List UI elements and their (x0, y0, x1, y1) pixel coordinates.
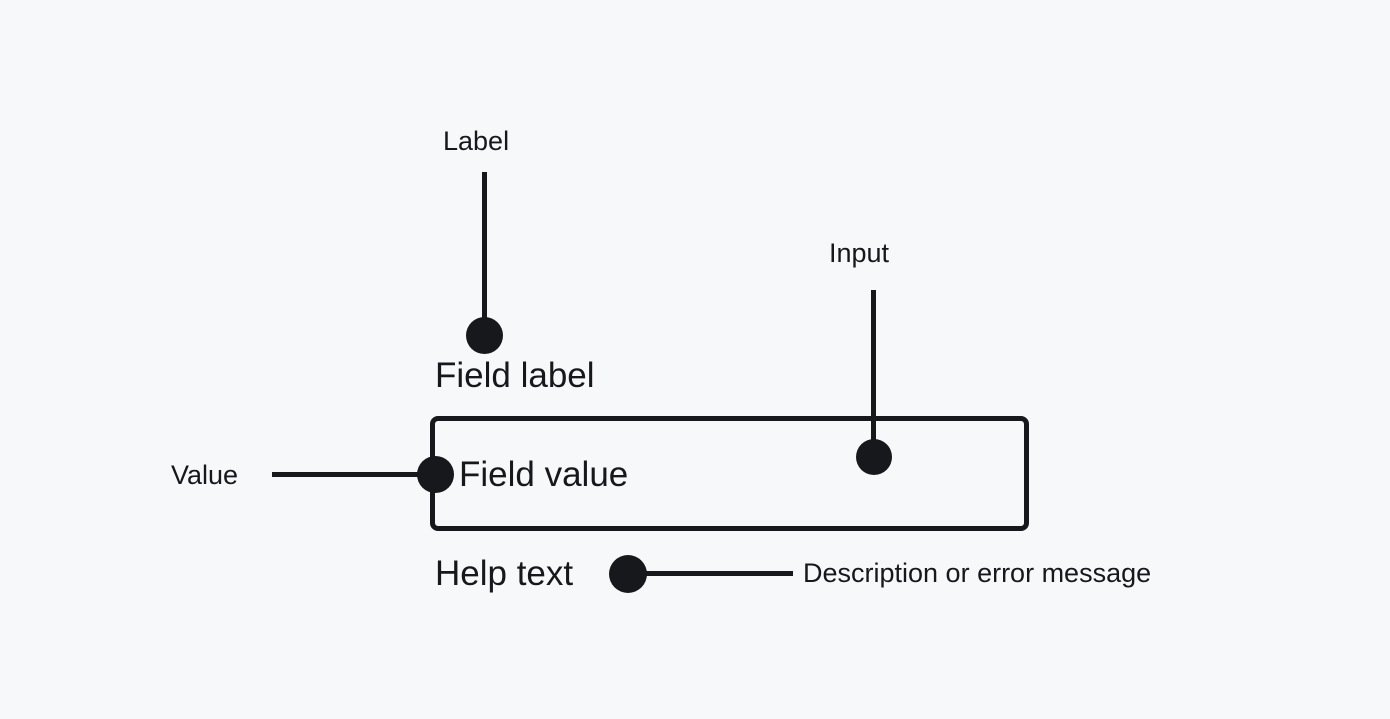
connector-dot-input (856, 439, 892, 475)
connector-dot-value (417, 456, 454, 493)
callout-label-description: Description or error message (803, 558, 1152, 588)
connector-dot-label (466, 317, 503, 354)
connector-line-label (482, 172, 487, 338)
callout-label-label: Label (443, 126, 510, 156)
field-help-text-label: Help text (435, 554, 574, 593)
callout-label-input: Input (829, 238, 890, 268)
connector-line-value (272, 472, 436, 477)
field-value: Field value (459, 455, 629, 494)
field-label: Field label (435, 356, 595, 395)
connector-line-help-text (626, 571, 793, 576)
connector-line-input (871, 290, 876, 458)
callout-label-value: Value (171, 460, 239, 490)
